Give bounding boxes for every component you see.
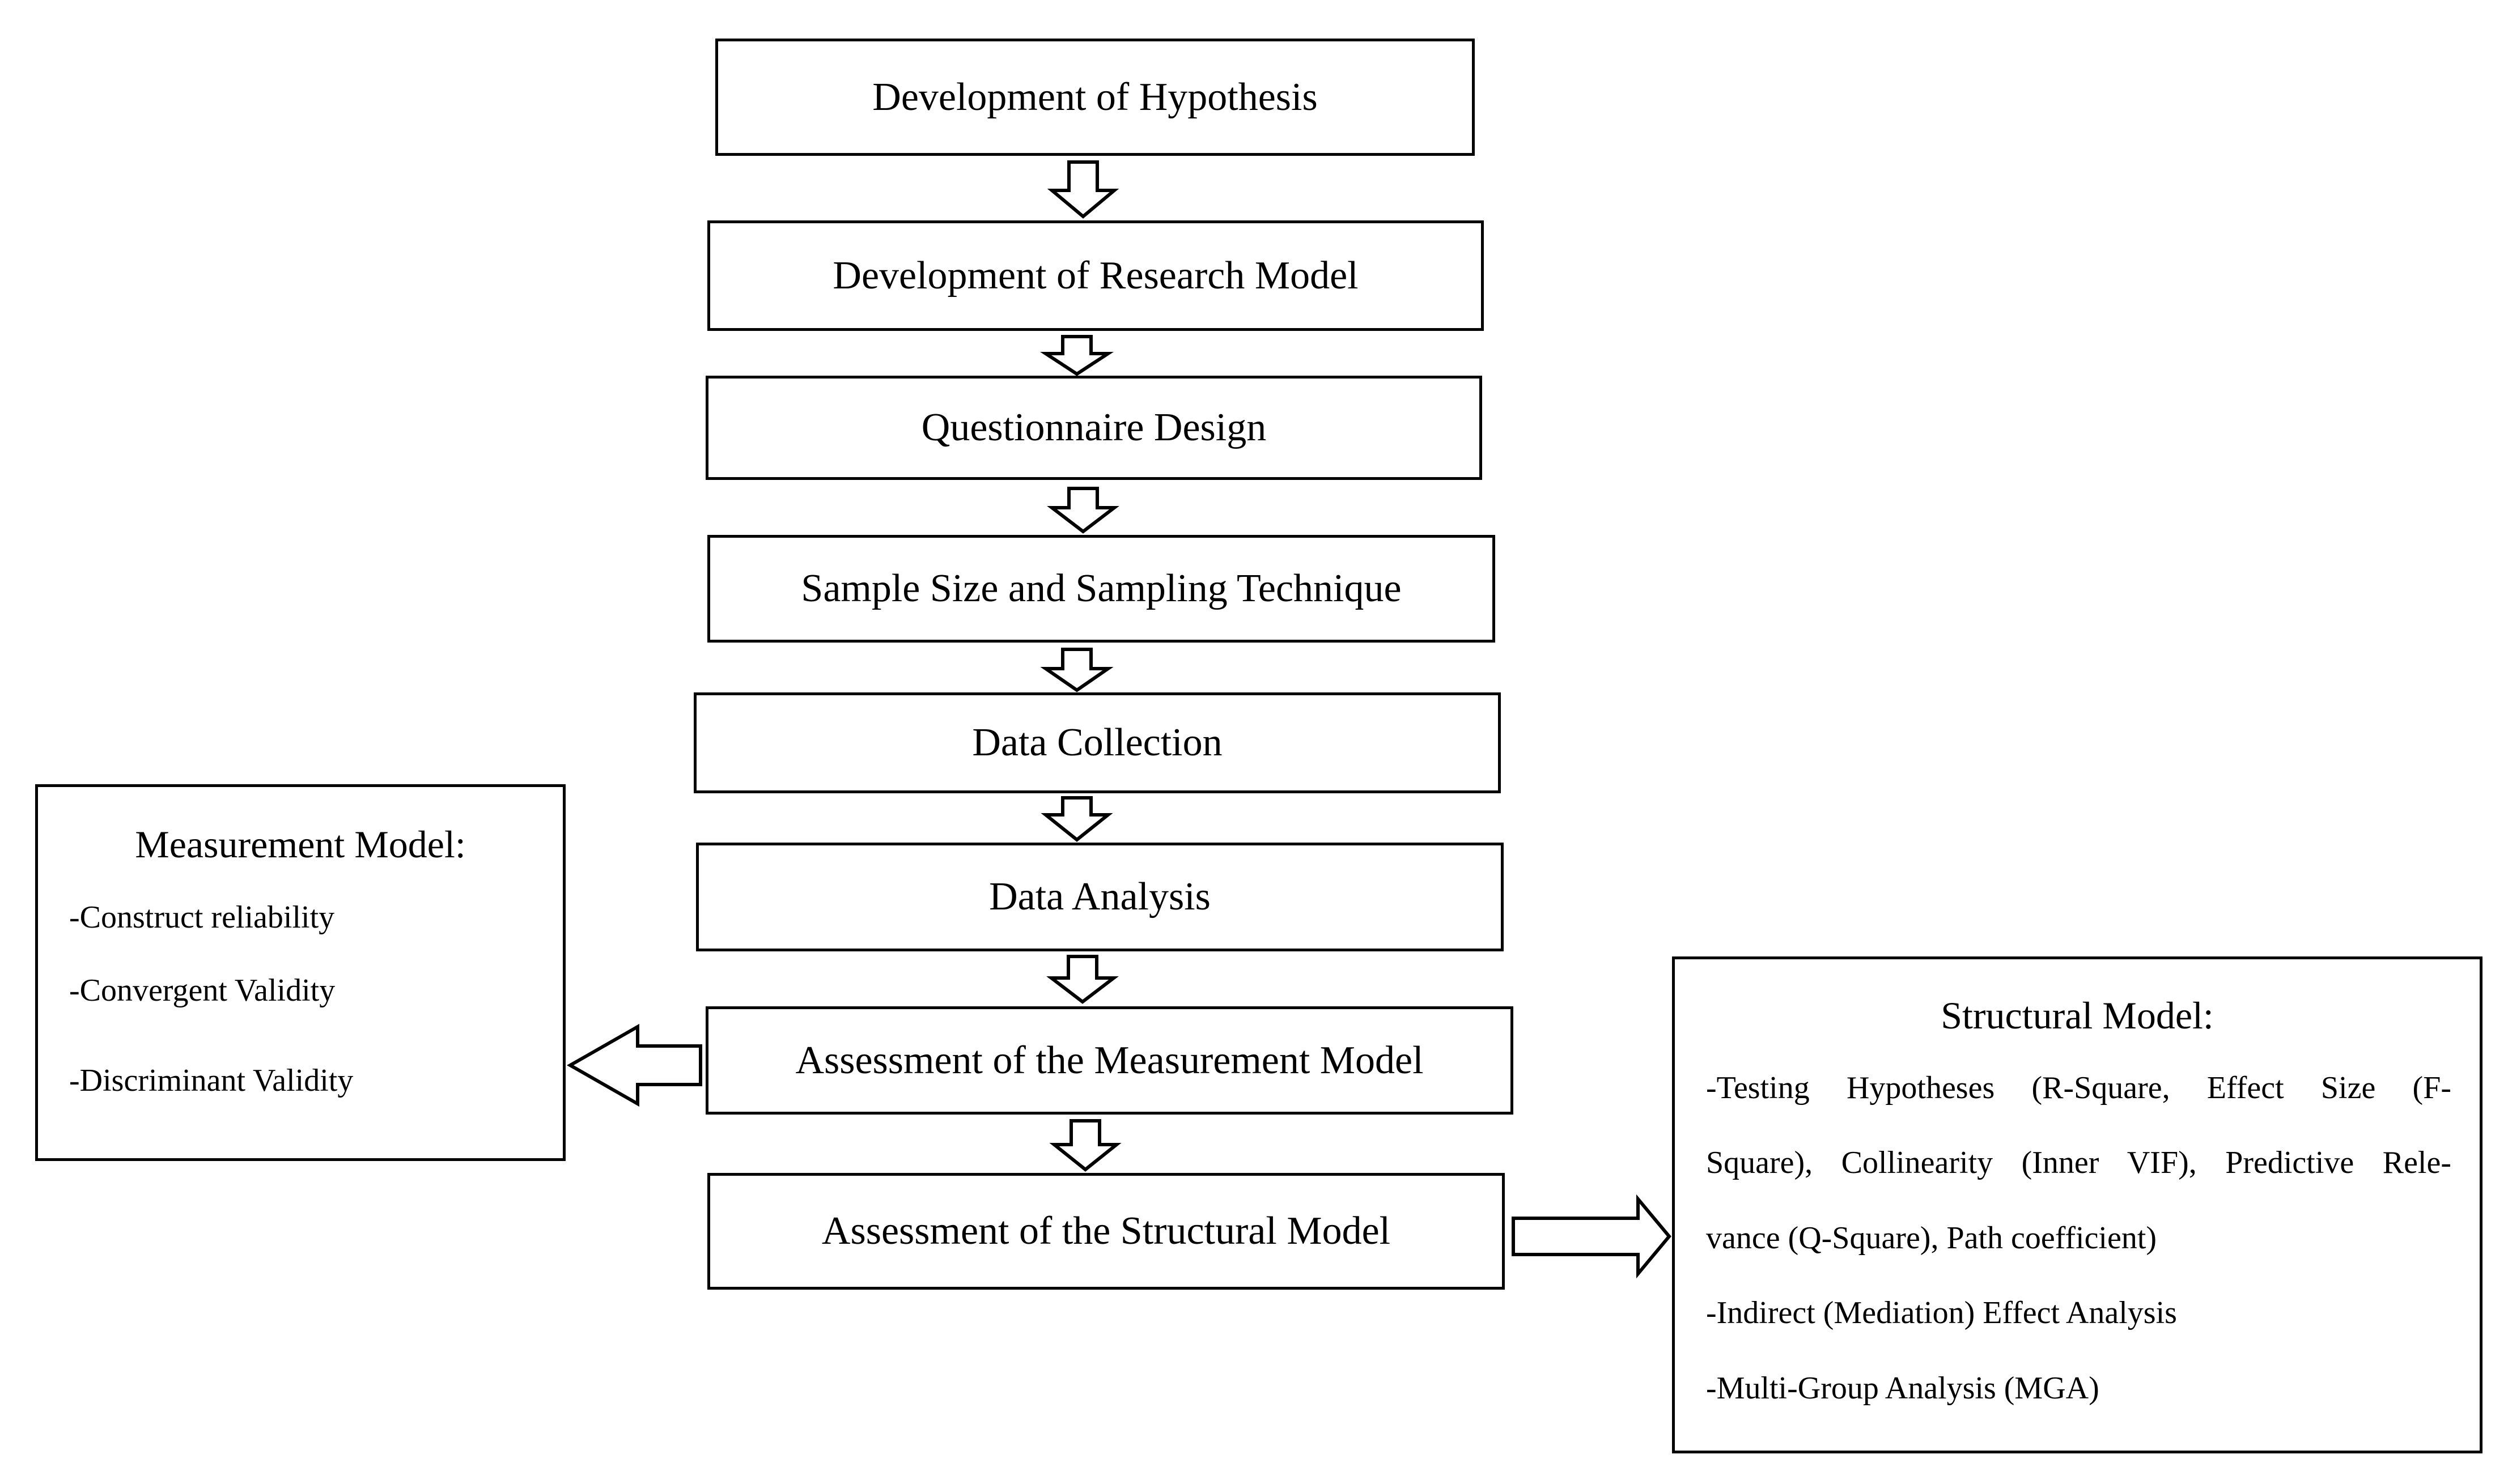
measurement-item-discriminant-validity: -Discriminant Validity xyxy=(69,1063,354,1098)
structural-line-2: Square), Collinearity (Inner VIF), Predi… xyxy=(1706,1145,2451,1180)
down-arrow-2 xyxy=(1039,335,1114,376)
structural-line-1: -Testing Hypotheses (R-Square, Effect Si… xyxy=(1706,1070,2451,1105)
down-arrow-1 xyxy=(1047,160,1119,219)
measurement-model-title: Measurement Model: xyxy=(135,823,466,866)
down-arrow-6 xyxy=(1046,955,1119,1004)
left-arrow-to-measurement xyxy=(566,1023,702,1107)
down-arrow-5 xyxy=(1041,796,1113,842)
down-arrow-7 xyxy=(1049,1119,1122,1172)
step-assessment-measurement-model: Assessment of the Measurement Model xyxy=(706,1006,1513,1115)
step-data-collection: Data Collection xyxy=(694,692,1501,793)
structural-model-title: Structural Model: xyxy=(1941,994,2214,1037)
step-questionnaire-design: Questionnaire Design xyxy=(706,376,1482,480)
structural-line-4: -Indirect (Mediation) Effect Analysis xyxy=(1706,1295,2177,1330)
step-sample-size-and-sampling-technique: Sample Size and Sampling Technique xyxy=(707,535,1495,643)
step-development-of-research-model: Development of Research Model xyxy=(707,220,1484,331)
measurement-item-convergent-validity: -Convergent Validity xyxy=(69,973,336,1008)
right-arrow-to-structural xyxy=(1512,1194,1671,1279)
down-arrow-4 xyxy=(1040,648,1114,692)
measurement-item-construct-reliability: -Construct reliability xyxy=(69,900,335,935)
structural-line-5: -Multi-Group Analysis (MGA) xyxy=(1706,1371,2099,1406)
step-development-of-hypothesis: Development of Hypothesis xyxy=(715,39,1475,156)
structural-line-3: vance (Q-Square), Path coefficient) xyxy=(1706,1221,2157,1256)
step-assessment-structural-model: Assessment of the Structural Model xyxy=(707,1173,1505,1290)
measurement-model-box: Measurement Model: -Construct reliabilit… xyxy=(35,784,566,1161)
down-arrow-3 xyxy=(1047,487,1119,534)
structural-model-box: Structural Model: -Testing Hypotheses (R… xyxy=(1672,956,2482,1453)
step-data-analysis: Data Analysis xyxy=(696,843,1504,951)
